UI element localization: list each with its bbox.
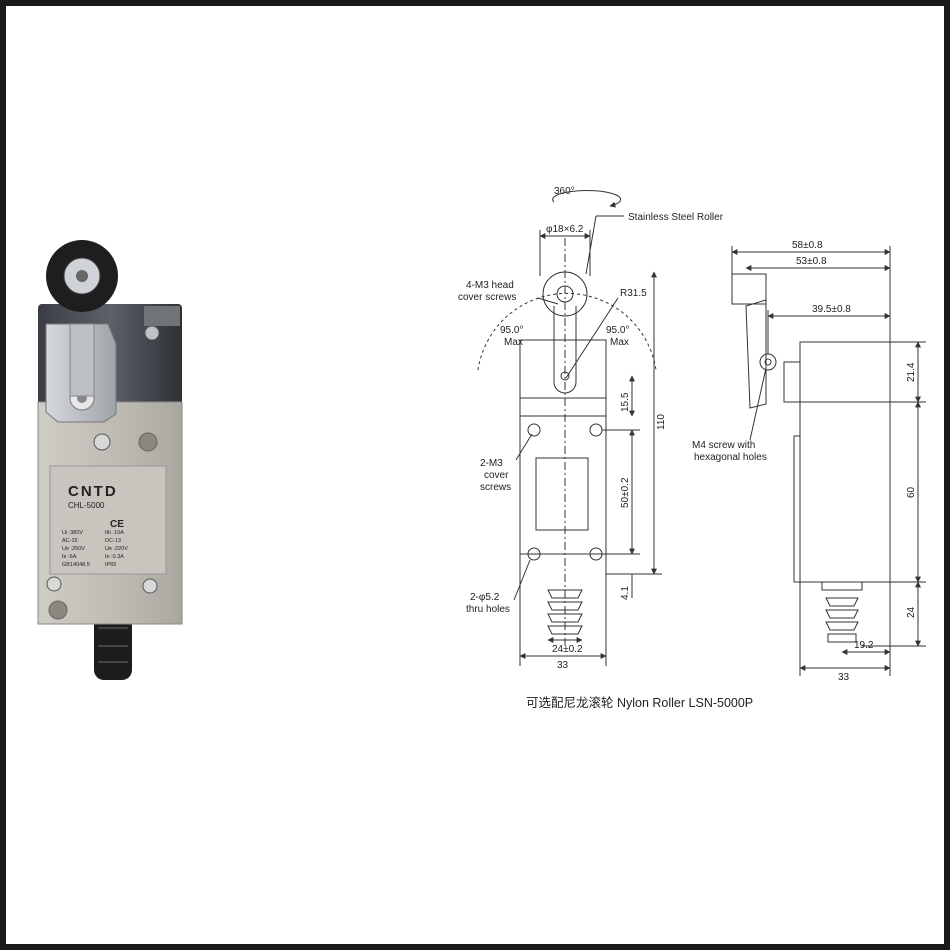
dim-24: 24±0.2: [552, 644, 583, 655]
arm-slot: [69, 323, 95, 397]
thru-holes-label: thru holes: [466, 604, 510, 615]
side-roller: [731, 273, 767, 305]
m4-screw-label: M4 screw with: [692, 440, 755, 451]
leader: [513, 559, 531, 601]
leader: [565, 297, 619, 379]
head-screw-icon: [144, 325, 160, 341]
angle-right-label: 95.0°: [606, 325, 629, 336]
svg-text:Ue :220V: Ue :220V: [105, 546, 128, 552]
cover-screw-icon: [93, 433, 111, 451]
caption: 可选配尼龙滚轮 Nylon Roller LSN-5000P: [526, 695, 753, 710]
side-neck: [783, 361, 801, 403]
side-boot: [821, 581, 863, 643]
image-frame: CNTD CHL-5000 CE Ui :380V Ith :10A AC-15…: [6, 6, 944, 944]
m4-screw-label: hexagonal holes: [694, 452, 767, 463]
swing-arc: [477, 292, 657, 371]
dim-58: 58±0.8: [792, 240, 823, 251]
head-screws-label: 4-M3 head: [466, 280, 514, 291]
cover-screws-label: cover: [484, 470, 509, 481]
dim-50: 50±0.2: [620, 477, 631, 508]
rating-text: Ui :380V Ith :10A AC-15 DC-13 Ue :250V U…: [62, 530, 128, 568]
rotation-label: 360°: [554, 186, 575, 197]
mount-hole: [48, 600, 68, 620]
m4-screw: [759, 353, 777, 371]
ce-mark: CE: [110, 519, 124, 530]
body-outline: [519, 397, 607, 555]
plunger-boot: [94, 616, 132, 680]
svg-text:Ui :380V: Ui :380V: [62, 530, 83, 536]
roller-label: Stainless Steel Roller: [628, 212, 724, 223]
label-plate: [49, 465, 167, 575]
dim-60: 60: [906, 486, 917, 498]
radius-label: R31.5: [620, 288, 647, 299]
cover-screws-label: 2-M3: [480, 458, 503, 469]
mount-hole: [138, 432, 158, 452]
m4-screw-hex: [764, 358, 772, 366]
cover-window: [535, 457, 589, 531]
dim-39-5: 39.5±0.8: [812, 304, 851, 315]
switch-photo: CNTD CHL-5000 CE Ui :380V Ith :10A AC-15…: [37, 240, 183, 680]
cover-screw: [527, 423, 541, 437]
svg-text:Ue :250V: Ue :250V: [62, 546, 85, 552]
product-sheet: CNTD CHL-5000 CE Ui :380V Ith :10A AC-15…: [37, 186, 926, 710]
head-cap: [144, 306, 180, 326]
dim-4-1: 4.1: [620, 586, 631, 600]
leader: [749, 367, 767, 441]
cover-screw-icon: [142, 578, 158, 594]
front-view-drawing: [477, 189, 662, 666]
svg-text:Ith :10A: Ith :10A: [105, 530, 124, 536]
svg-text:AC-15: AC-15: [62, 538, 78, 544]
front-boot: [547, 589, 583, 635]
boot-ribs: [98, 627, 128, 663]
thru-holes-label: 2-φ5.2: [470, 592, 500, 603]
dim-110: 110: [656, 414, 667, 430]
brand-logo: CNTD: [68, 483, 118, 500]
cover-screw: [589, 423, 603, 437]
roller-axle: [76, 270, 88, 282]
dim-33: 33: [557, 660, 569, 671]
angle-left-label: 95.0°: [500, 325, 523, 336]
cover-screws-label: screws: [480, 482, 511, 493]
dim-19-2: 19.2: [854, 640, 874, 651]
dim-33-side: 33: [838, 672, 850, 683]
head-outline: [519, 339, 607, 399]
angle-right-label: Max: [610, 337, 629, 348]
cover-screw-icon: [46, 576, 62, 592]
thru-hole: [527, 547, 541, 561]
roller-dia-dim: φ18×6.2: [546, 224, 584, 235]
side-view-drawing: [731, 246, 926, 676]
head-screws-label: cover screws: [458, 292, 516, 303]
side-view-labels: 58±0.8 53±0.8 39.5±0.8 M4 screw with hex…: [692, 240, 917, 683]
svg-text:IP65: IP65: [105, 562, 116, 568]
leader: [585, 215, 597, 275]
dim-21-4: 21.4: [906, 362, 917, 382]
svg-text:GB14048.5: GB14048.5: [62, 562, 90, 568]
svg-text:Ie :0.3A: Ie :0.3A: [105, 554, 124, 560]
model-number: CHL-5000: [68, 501, 105, 510]
front-arm: [553, 306, 577, 394]
side-step: [793, 435, 800, 583]
svg-text:DC-13: DC-13: [105, 538, 121, 544]
side-arm: [745, 299, 767, 409]
side-body: [799, 341, 891, 583]
dim-24-side: 24: [906, 606, 917, 618]
front-view-labels: 360° Stainless Steel Roller φ18×6.2 R31.…: [458, 186, 724, 671]
dim-53: 53±0.8: [796, 256, 827, 267]
svg-text:Ie :6A: Ie :6A: [62, 554, 77, 560]
dim-15-5: 15.5: [620, 392, 631, 412]
leader: [515, 433, 533, 461]
rotation-arrow: [552, 189, 622, 208]
angle-left-label: Max: [504, 337, 523, 348]
leader: [537, 297, 559, 305]
